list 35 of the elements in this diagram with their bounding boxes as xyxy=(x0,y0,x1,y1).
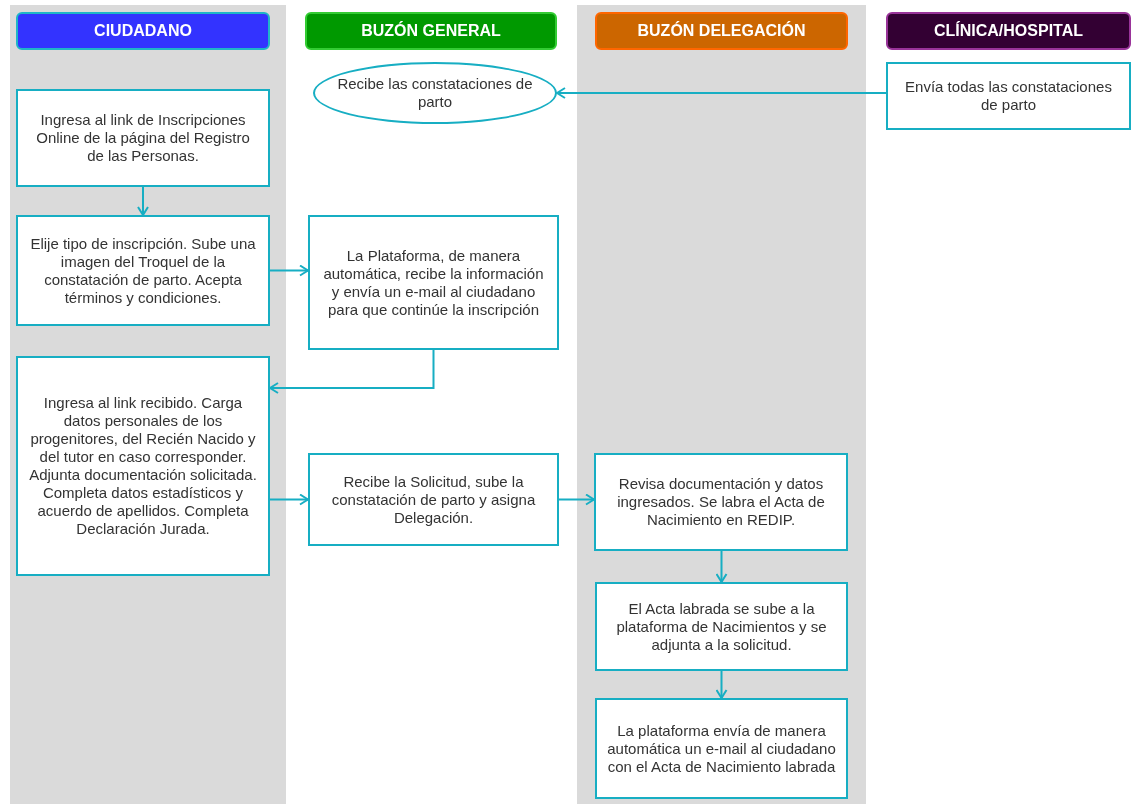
process-box xyxy=(594,453,848,551)
process-box xyxy=(16,356,270,576)
arrow xyxy=(269,493,309,506)
process-box xyxy=(16,215,270,326)
lane-header xyxy=(886,12,1131,50)
arrow xyxy=(715,550,728,583)
process-box xyxy=(16,89,270,187)
step-text: Ingresa al link de Inscripciones Online de la página del Registro de las Personas. xyxy=(35,111,251,165)
process-box xyxy=(595,582,848,671)
lane-header xyxy=(16,12,270,50)
arrow xyxy=(269,264,309,277)
step-text: Ingresa al link recibido. Carga datos personales de los progenitores, del Recién Nacido y del tutor en caso corresponder. Adjunta documentación solicitada. Completa datos estadísticos y acuerdo de apellidos. Completa Declaración Jurada. xyxy=(28,394,258,538)
step-text: Elije tipo de inscripción. Sube una imagen del Troquel de la constatación de parto. Acepta términos y condiciones. xyxy=(29,234,257,307)
step-text: El Acta labrada se sube a la plataforma de Nacimientos y se adjunta a la solicitud. xyxy=(615,599,828,654)
arrow xyxy=(556,87,887,99)
step-text: Recibe la Solicitud, sube la constatación de parto y asigna Delegación. xyxy=(330,472,537,527)
arrow xyxy=(558,493,595,506)
arrow xyxy=(269,349,435,394)
lane-title: BUZÓN DELEGACIÓN xyxy=(637,20,806,41)
step-text: Envía todas las constataciones de parto xyxy=(904,78,1113,114)
process-box xyxy=(886,62,1131,130)
lane-header xyxy=(595,12,848,50)
lane-title: CLÍNICA/HOSPITAL xyxy=(934,20,1083,41)
lane-header xyxy=(305,12,557,50)
process-box xyxy=(308,215,559,350)
step-text: La Plataforma, de manera automática, recibe la información y envía un e-mail al ciudadano para que continúe la inscripción xyxy=(322,246,545,319)
step-text: Revisa documentación y datos ingresados. Se labra el Acta de Nacimiento en REDIP. xyxy=(616,475,826,529)
arrow xyxy=(715,670,728,699)
step-text: La plataforma envía de manera automática un e-mail al ciudadano con el Acta de Nacimiento labrada xyxy=(606,721,837,776)
arrow xyxy=(137,186,149,216)
lane-title: CIUDADANO xyxy=(94,21,192,41)
lane-title: BUZÓN GENERAL xyxy=(361,20,501,41)
process-box xyxy=(595,698,848,799)
step-text: Recibe las constataciones de parto xyxy=(336,75,534,111)
process-box xyxy=(308,453,559,546)
